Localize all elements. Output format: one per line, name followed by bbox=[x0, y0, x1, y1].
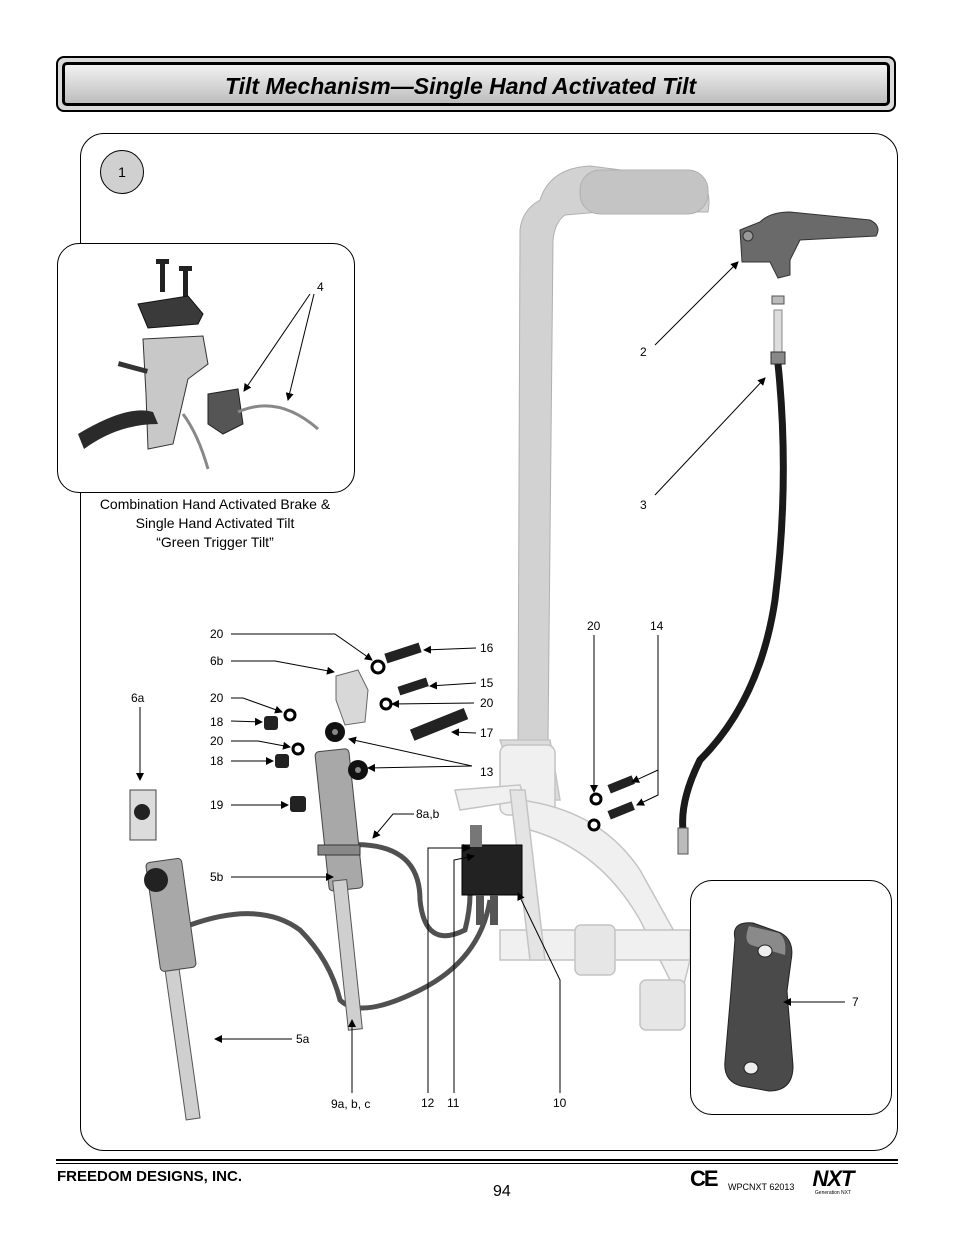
callout-8ab: 8a,b bbox=[416, 807, 440, 821]
callout-5a: 5a bbox=[296, 1032, 310, 1046]
bracket-6b-drawing bbox=[335, 669, 369, 726]
inset-caption: Combination Hand Activated Brake & Singl… bbox=[75, 495, 355, 552]
page-number: 94 bbox=[493, 1183, 511, 1200]
callout-20: 20 bbox=[480, 696, 494, 710]
callout-17: 17 bbox=[480, 726, 494, 740]
footer-rule-thin bbox=[56, 1163, 898, 1164]
title-banner-inner: Tilt Mechanism—Single Hand Activated Til… bbox=[62, 62, 890, 106]
callout-20: 20 bbox=[210, 627, 224, 641]
callout-7: 7 bbox=[852, 995, 859, 1009]
brake-tilt-inset: 4 bbox=[57, 243, 355, 493]
ce-mark-icon: CE bbox=[690, 1166, 719, 1191]
callout-9abc: 9a, b, c bbox=[331, 1097, 370, 1111]
hand-lever-drawing bbox=[739, 211, 879, 365]
callout-14: 14 bbox=[650, 619, 664, 633]
nxt-logo: NXT Generation NXT bbox=[808, 1166, 858, 1197]
callout-6a: 6a bbox=[131, 691, 145, 705]
callout-4: 4 bbox=[317, 280, 324, 294]
inset-caption-line-3: “Green Trigger Tilt” bbox=[156, 534, 274, 550]
callout-3: 3 bbox=[640, 498, 647, 512]
callout-13: 13 bbox=[480, 765, 494, 779]
diagram-frame bbox=[80, 133, 898, 1151]
callout-18: 18 bbox=[210, 754, 224, 768]
callout-6b: 6b bbox=[210, 654, 224, 668]
leader-lines bbox=[136, 261, 846, 1093]
callout-10: 10 bbox=[553, 1096, 567, 1110]
callout-19: 19 bbox=[210, 798, 224, 812]
tilt-cable-drawing bbox=[679, 363, 787, 831]
callout-18: 18 bbox=[210, 715, 224, 729]
inset-caption-line-2: Single Hand Activated Tilt bbox=[135, 515, 295, 531]
callout-12: 12 bbox=[421, 1096, 435, 1110]
hydraulic-hose-drawing bbox=[189, 899, 493, 1011]
callout-11: 11 bbox=[447, 1096, 460, 1110]
callout-16: 16 bbox=[480, 641, 494, 655]
nxt-logo-subtitle: Generation NXT bbox=[814, 1190, 852, 1196]
callout-20: 20 bbox=[587, 619, 601, 633]
cable-end-fitting bbox=[677, 827, 689, 855]
nxt-logo-text: NXT bbox=[812, 1166, 855, 1191]
callout-20: 20 bbox=[210, 734, 224, 748]
handle-frame-drawing bbox=[517, 165, 710, 741]
document-code: WPCNXT 62013 bbox=[728, 1182, 795, 1192]
title-banner: Tilt Mechanism—Single Hand Activated Til… bbox=[56, 56, 896, 112]
link-plate-inset: 7 bbox=[690, 880, 892, 1115]
company-name: FREEDOM DESIGNS, INC. bbox=[57, 1168, 243, 1185]
step-number-badge: 1 bbox=[100, 150, 144, 194]
callout-2: 2 bbox=[640, 345, 647, 359]
hardware-drawing bbox=[264, 642, 635, 832]
callout-15: 15 bbox=[480, 676, 494, 690]
cylinder-5b-drawing bbox=[314, 748, 364, 1031]
inset-caption-line-1: Combination Hand Activated Brake & bbox=[99, 496, 331, 512]
page-title: Tilt Mechanism—Single Hand Activated Til… bbox=[225, 73, 697, 99]
cylinder-5a-drawing bbox=[129, 789, 201, 1121]
valve-block-drawing bbox=[461, 825, 523, 925]
callout-20: 20 bbox=[210, 691, 224, 705]
callout-5b: 5b bbox=[210, 870, 224, 884]
link-plate-inset-drawing: 7 bbox=[724, 922, 859, 1092]
callout-labels: 2 3 20 6b 20 18 20 18 19 6a 16 15 20 17 … bbox=[131, 345, 664, 1111]
brake-tilt-inset-drawing: 4 bbox=[78, 259, 324, 470]
hydraulic-hose-2-drawing bbox=[344, 842, 473, 939]
footer-rule bbox=[56, 1159, 898, 1161]
